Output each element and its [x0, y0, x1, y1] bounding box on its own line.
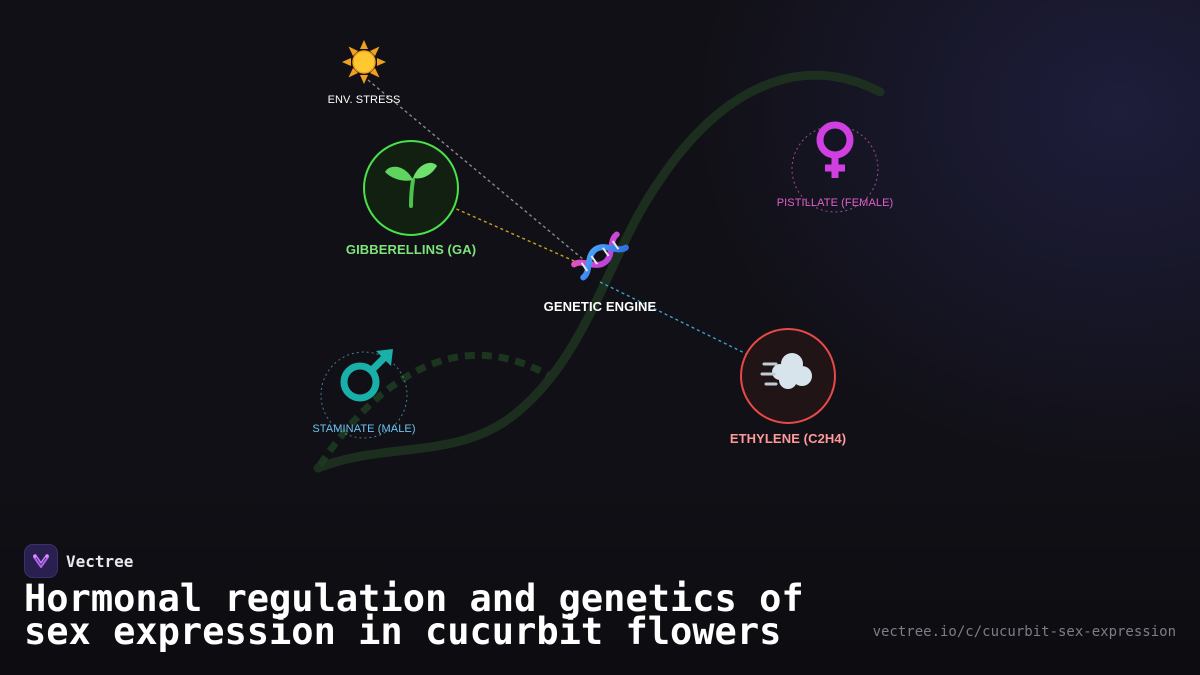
pistillate-ring [791, 125, 879, 213]
wind-icon[interactable] [760, 353, 812, 389]
dashed-arc [317, 352, 550, 467]
page-title: Hormonal regulation and genetics of sex … [24, 577, 804, 653]
brand-name: Vectree [66, 551, 134, 571]
env-stress-label: ENV. STRESS [327, 94, 401, 106]
dna-icon[interactable] [571, 231, 629, 281]
vectree-logo-icon [24, 544, 58, 578]
male-symbol-icon[interactable] [340, 349, 393, 402]
gibberellins-label: GIBBERELLINS (GA) [345, 242, 477, 257]
pistillate-label: PISTILLATE (FEMALE) [776, 197, 894, 209]
genetic-engine-label: GENETIC ENGINE [543, 299, 657, 314]
link-env-stress-genetic [367, 79, 591, 266]
background-curve [313, 70, 885, 473]
brand: Vectree [24, 544, 133, 578]
staminate-ring [320, 351, 408, 439]
seedling-icon[interactable] [385, 162, 437, 208]
staminate-label: STAMINATE (MALE) [312, 423, 416, 435]
sun-icon[interactable] [342, 40, 386, 84]
female-symbol-icon[interactable] [816, 121, 854, 178]
source-url[interactable]: vectree.io/c/cucurbit-sex-expression [872, 624, 1176, 640]
ethylene-label: ETHYLENE (C2H4) [729, 431, 847, 446]
